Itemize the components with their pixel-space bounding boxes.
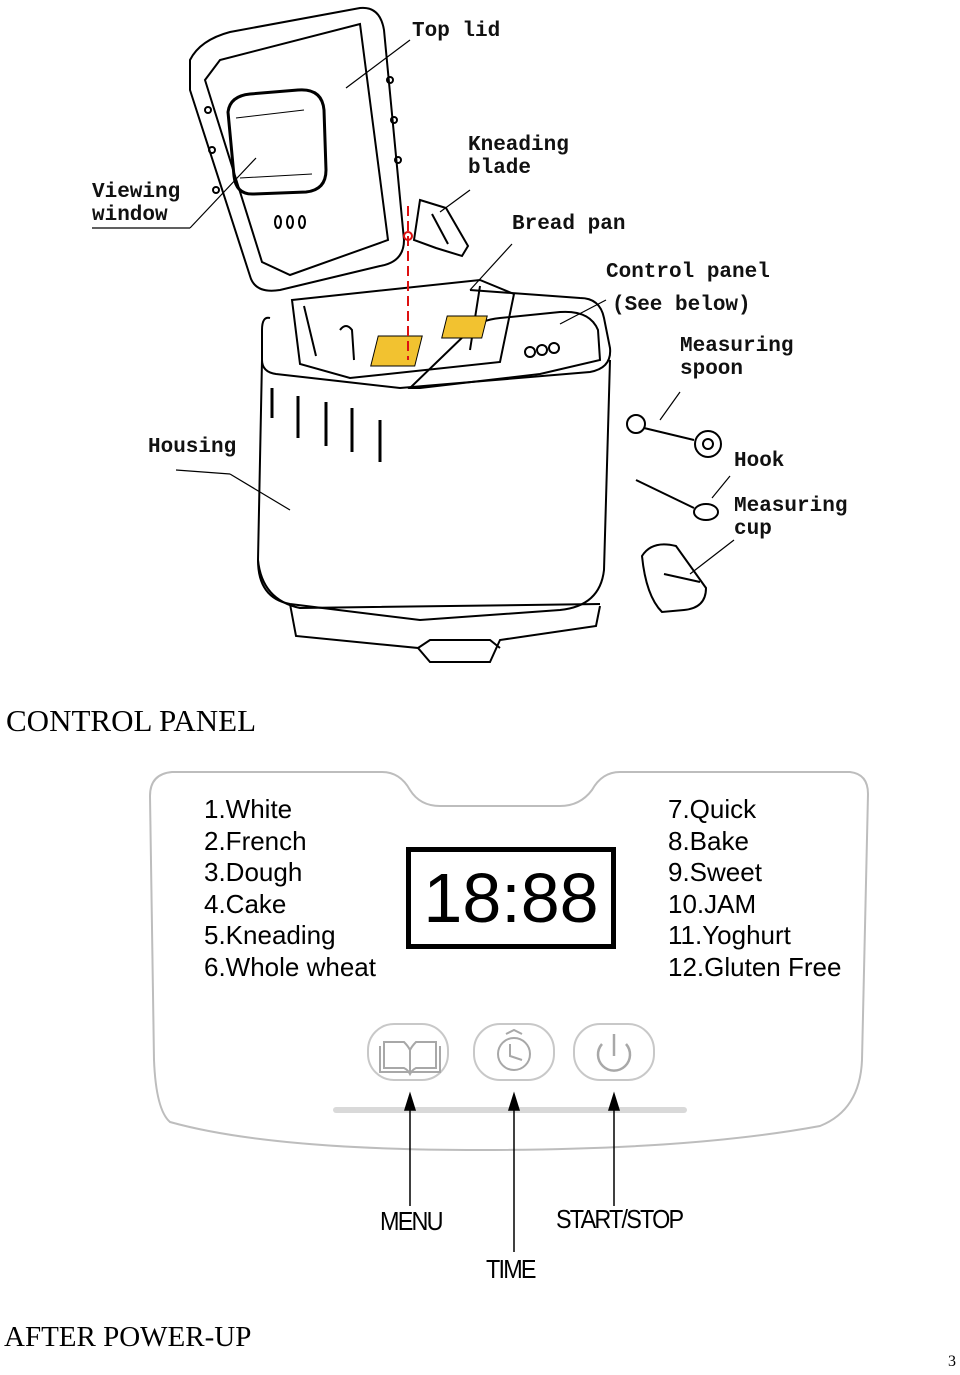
program-item: 4.Cake xyxy=(204,888,287,919)
measuring-cup xyxy=(640,543,708,614)
program-item: 7.Quick xyxy=(668,794,757,824)
label-control-panel-line1: Control panel xyxy=(606,261,770,284)
program-item: 2.French xyxy=(204,825,307,856)
menu-button xyxy=(367,1023,449,1081)
lcd-display: 18:88 xyxy=(406,847,616,949)
programs-left-list: 1.White 2.French 3.Dough 4.Cake 5.Kneadi… xyxy=(204,794,376,983)
clock-icon xyxy=(497,1028,531,1071)
program-item: 5.Kneading xyxy=(204,920,336,950)
top-lid xyxy=(189,6,406,292)
programs-right-list: 7.Quick 8.Bake 9.Sweet 10.JAM 11.Yoghurt… xyxy=(668,794,841,983)
time-label: TIME xyxy=(486,1254,537,1284)
housing xyxy=(256,359,611,622)
label-top-lid: Top lid xyxy=(412,20,501,43)
label-kneading-blade-line2: blade xyxy=(468,157,532,180)
program-item: 9.Sweet xyxy=(668,857,762,887)
control-panel-outline xyxy=(148,771,870,1252)
program-item: 8.Bake xyxy=(668,825,749,856)
after-power-up-heading: AFTER POWER-UP xyxy=(4,1321,252,1353)
label-measuring-cup-line2: cup xyxy=(734,518,772,541)
book-icon xyxy=(379,1041,441,1077)
program-item: 1.White xyxy=(204,794,293,824)
label-measuring-spoon-line1: Measuring xyxy=(680,335,794,358)
time-button xyxy=(473,1023,555,1081)
label-housing: Housing xyxy=(148,436,237,459)
label-measuring-cup-line1: Measuring xyxy=(734,495,848,518)
viewing-window xyxy=(226,88,328,196)
label-viewing-window-line2: window xyxy=(92,204,168,227)
power-icon xyxy=(596,1034,632,1072)
start-stop-label: START/STOP xyxy=(556,1204,684,1234)
program-item: 12.Gluten Free xyxy=(668,951,842,982)
start-stop-button xyxy=(573,1023,655,1081)
label-bread-pan: Bread pan xyxy=(512,213,626,236)
program-item: 11.Yoghurt xyxy=(668,920,791,950)
bread-pan xyxy=(290,278,516,380)
control-panel-title: CONTROL PANEL xyxy=(6,703,257,738)
hook xyxy=(635,479,719,521)
label-measuring-spoon-line2: spoon xyxy=(680,358,744,381)
label-control-panel-line2: (See below) xyxy=(612,294,751,317)
bread-maker-diagram xyxy=(92,6,735,663)
kneading-blade xyxy=(412,198,470,258)
measuring-spoon xyxy=(626,414,722,458)
program-item: 6.Whole wheat xyxy=(204,951,376,982)
label-kneading-blade-line1: Kneading xyxy=(468,134,569,157)
page-number: 3 xyxy=(948,1353,956,1370)
label-hook: Hook xyxy=(734,450,785,473)
label-viewing-window-line1: Viewing xyxy=(92,181,181,204)
program-item: 3.Dough xyxy=(204,857,303,887)
menu-label: MENU xyxy=(380,1206,443,1236)
program-item: 10.JAM xyxy=(668,888,757,919)
